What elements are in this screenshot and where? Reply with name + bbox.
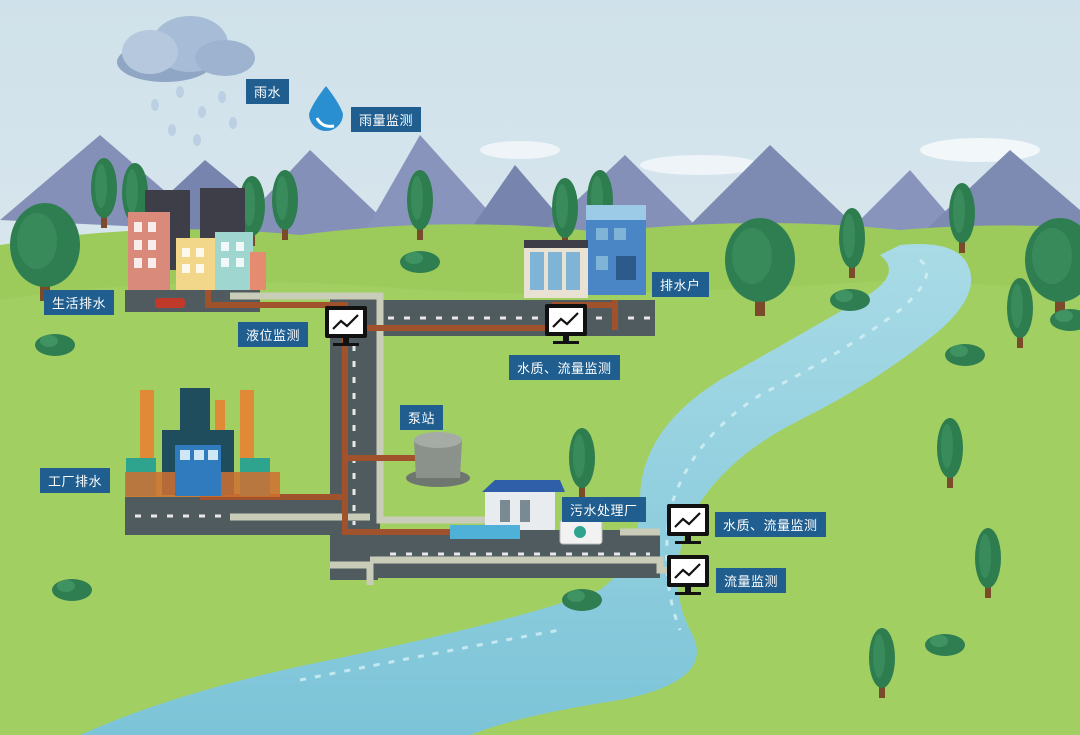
label-factory-drain: 工厂排水 — [40, 468, 111, 493]
factory — [125, 388, 280, 497]
city-buildings — [125, 188, 266, 312]
label-quality-flow-1: 水质、流量监测 — [509, 355, 620, 380]
label-flow-monitor: 流量监测 — [716, 568, 787, 593]
label-rain-monitor: 雨量监测 — [351, 107, 422, 132]
household-building — [524, 205, 646, 298]
label-domestic-drain: 生活排水 — [44, 290, 115, 315]
river — [80, 244, 972, 735]
raindrop-icon — [309, 86, 343, 131]
label-sewage-plant: 污水处理厂 — [562, 497, 646, 522]
label-level-monitor: 液位监测 — [238, 322, 309, 347]
pump-station — [406, 432, 470, 487]
rain-drops — [151, 86, 237, 146]
label-household: 排水户 — [652, 272, 709, 297]
sewage-plant — [450, 480, 603, 545]
cloud-icon — [117, 16, 255, 82]
label-rain: 雨水 — [246, 79, 290, 104]
label-quality-flow-2: 水质、流量监测 — [715, 512, 826, 537]
label-pump-station: 泵站 — [400, 405, 444, 430]
